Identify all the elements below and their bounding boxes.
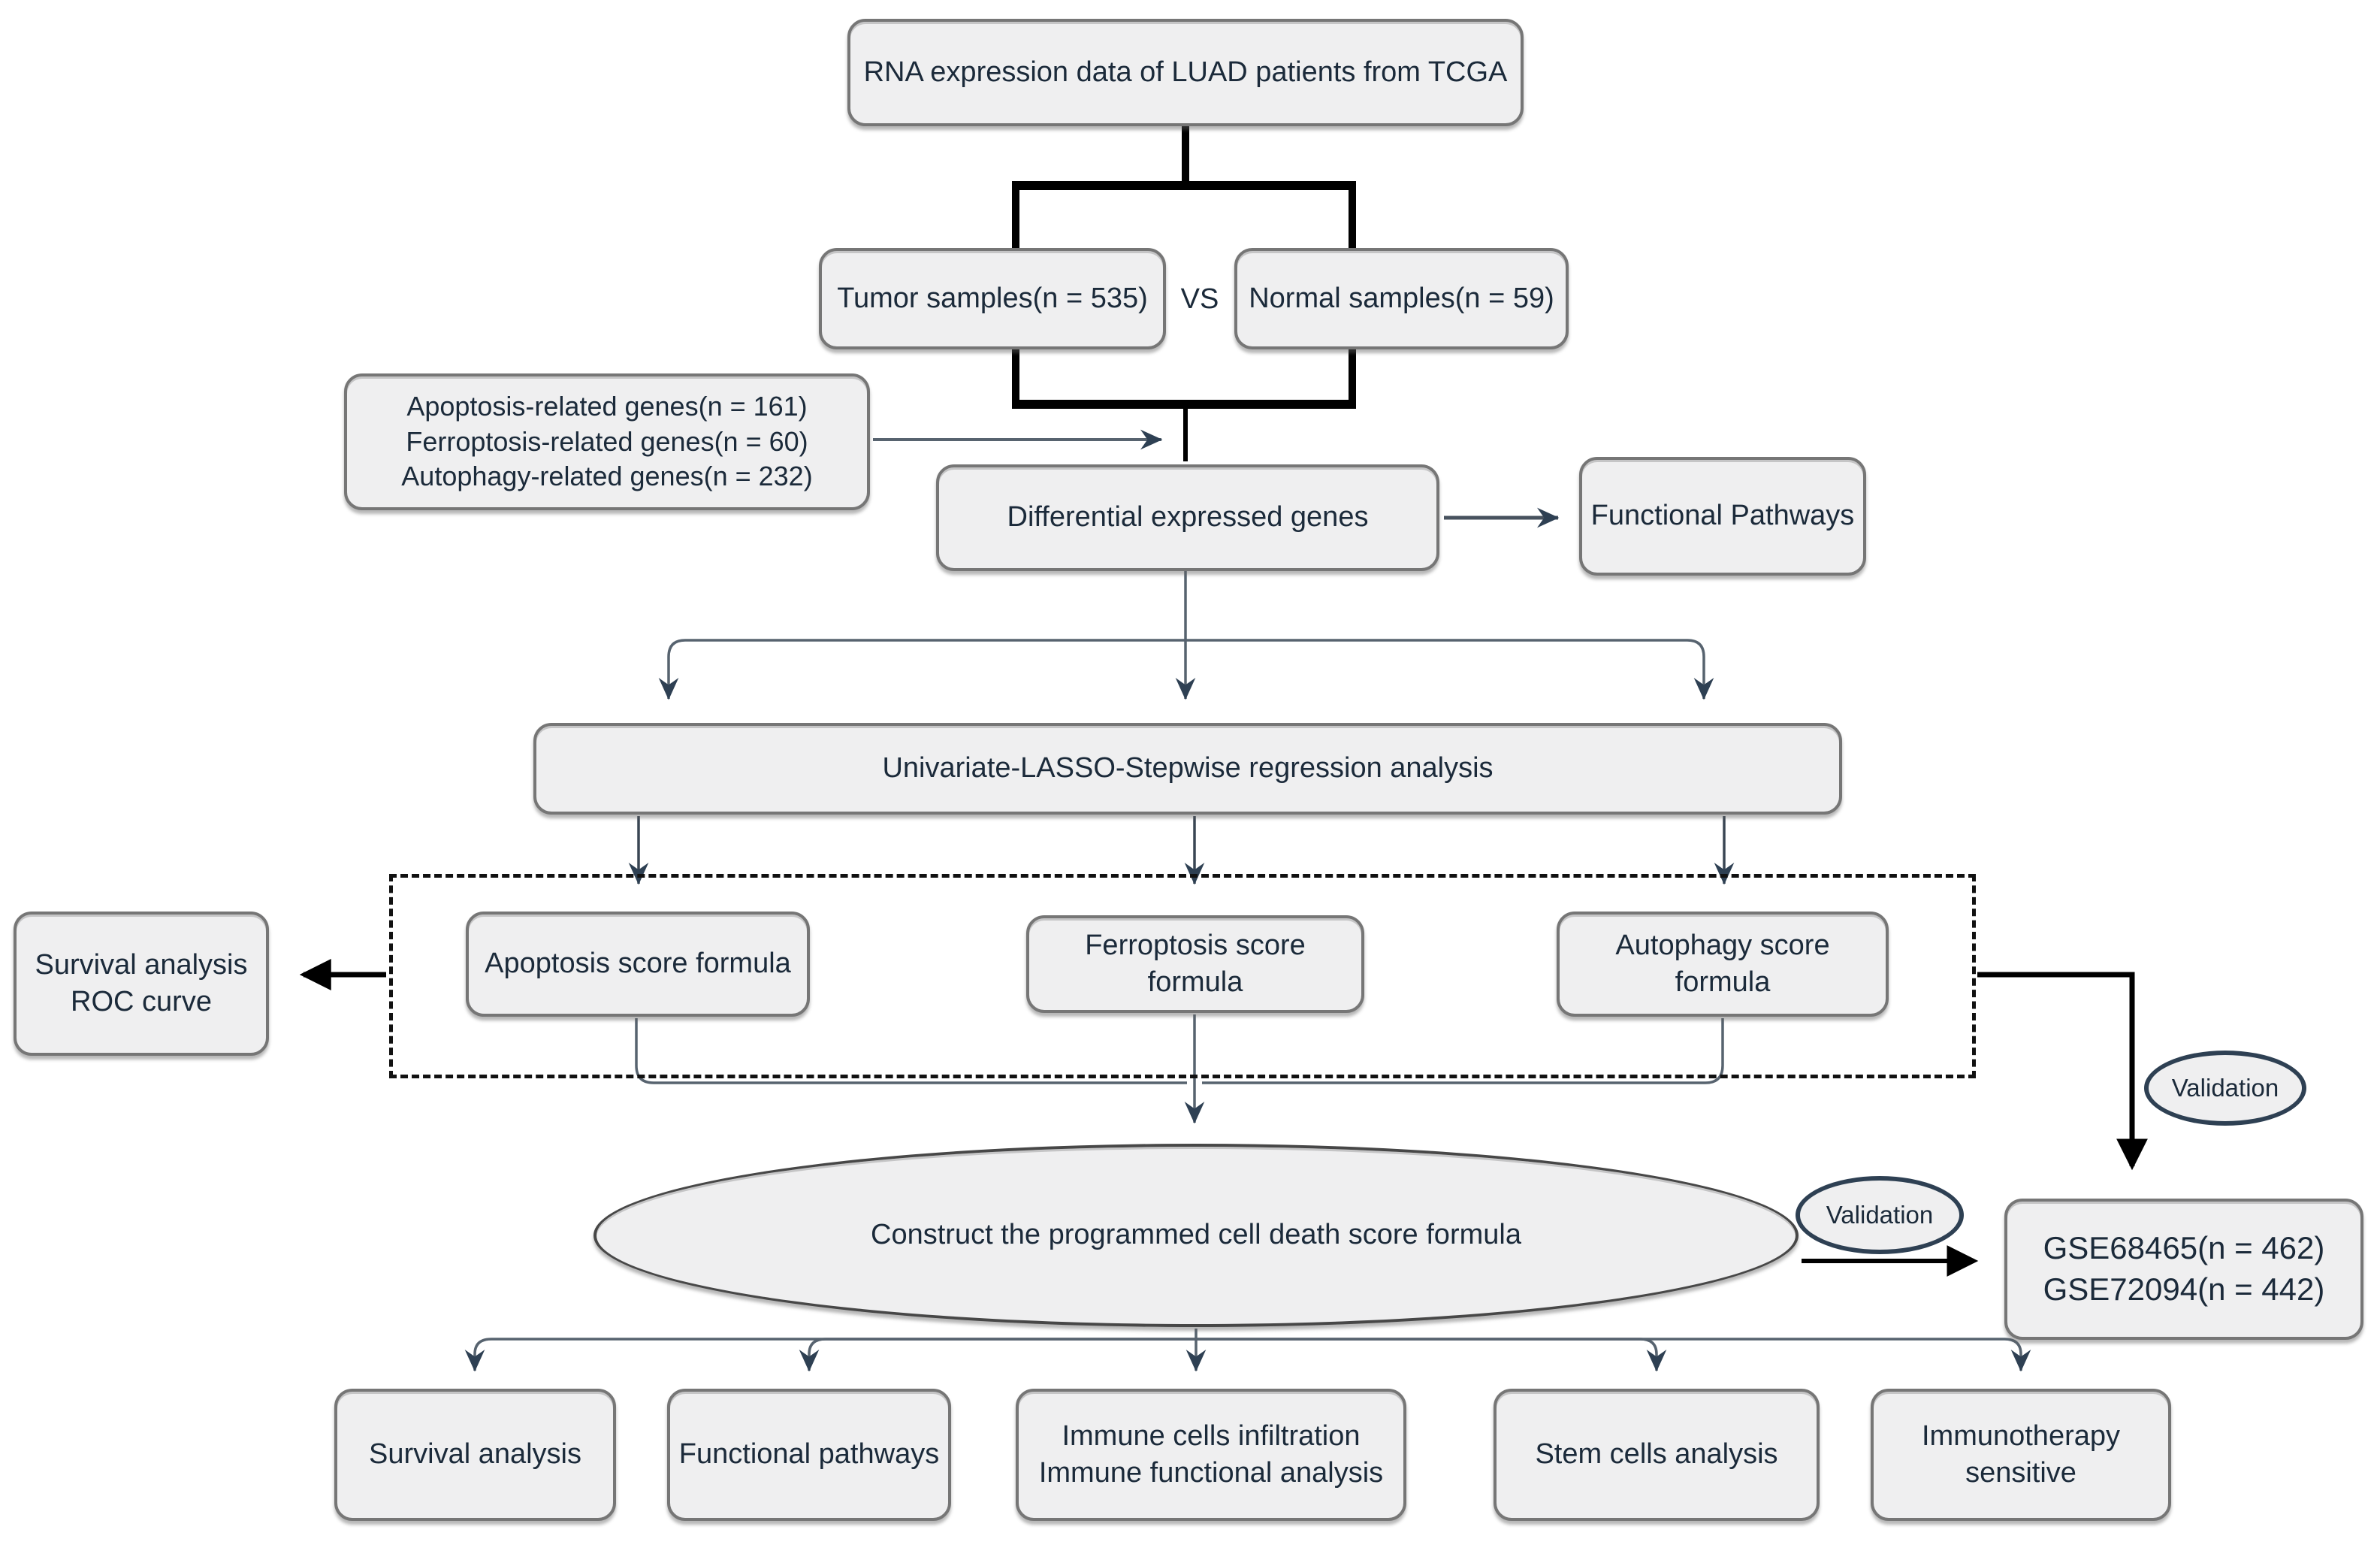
gse-line: GSE68465(n = 462) xyxy=(2043,1230,2325,1266)
node-stem-cells: Stem cells analysis xyxy=(1494,1389,1820,1521)
node-line: Immune cells infiltration xyxy=(1062,1419,1361,1452)
gene-set-line: Autophagy-related genes(n = 232) xyxy=(401,461,813,492)
node-gse-validation-sets: GSE68465(n = 462) GSE72094(n = 442) xyxy=(2004,1199,2363,1340)
node-survival-roc: Survival analysis ROC curve xyxy=(14,912,269,1056)
node-line: sensitive xyxy=(1965,1457,2076,1489)
validation-oval-mid: Validation xyxy=(1796,1176,1964,1254)
gene-set-line: Ferroptosis-related genes(n = 60) xyxy=(406,425,808,457)
bracket-top xyxy=(1012,125,1356,249)
node-label: Survival analysis xyxy=(369,1438,581,1471)
node-label: Univariate-LASSO-Stepwise regression ana… xyxy=(882,752,1494,785)
node-gene-sets: Apoptosis-related genes(n = 161) Ferropt… xyxy=(344,373,870,510)
validation-oval-top: Validation xyxy=(2144,1051,2306,1126)
arrow-formulas-validation-to-gse xyxy=(1977,972,2148,1171)
node-label: Functional pathways xyxy=(678,1438,940,1471)
vs-text: VS xyxy=(1180,283,1219,315)
node-label: Autophagy score formula xyxy=(1615,929,1830,998)
node-tumor-samples: Tumor samples(n = 535) xyxy=(819,248,1166,349)
node-label: Tumor samples(n = 535) xyxy=(837,282,1148,314)
node-label: Stem cells analysis xyxy=(1535,1438,1778,1471)
split-score-to-analyses xyxy=(464,1329,2031,1372)
node-tcga-data: RNA expression data of LUAD patients fro… xyxy=(847,19,1524,126)
node-pcd-score-ellipse: Construct the programmed cell death scor… xyxy=(593,1144,1799,1327)
node-immune-analysis: Immune cells infiltration Immune functio… xyxy=(1016,1389,1406,1521)
node-label: Ferroptosis score formula xyxy=(1085,929,1306,998)
validation-label: Validation xyxy=(2171,1073,2279,1102)
merge-formulas-to-score xyxy=(635,1014,1724,1124)
node-functional-pathways-bottom: Functional pathways xyxy=(667,1389,951,1521)
node-line: Survival analysis xyxy=(35,948,248,981)
bracket-bottom xyxy=(1012,348,1356,461)
node-label: Differential expressed genes xyxy=(1007,501,1369,534)
node-autophagy-formula: Autophagy score formula xyxy=(1557,912,1889,1017)
node-functional-pathways-top: Functional Pathways xyxy=(1579,457,1866,576)
node-line: ROC curve xyxy=(71,986,212,1017)
node-line: Immunotherapy xyxy=(1921,1419,2120,1452)
gene-set-line: Apoptosis-related genes(n = 161) xyxy=(406,390,808,422)
node-regression-analysis: Univariate-LASSO-Stepwise regression ana… xyxy=(533,723,1842,815)
node-apoptosis-formula: Apoptosis score formula xyxy=(466,912,810,1017)
vs-label: VS xyxy=(1162,272,1237,326)
validation-label: Validation xyxy=(1826,1200,1934,1229)
node-line: Immune functional analysis xyxy=(1038,1457,1384,1489)
node-differential-genes: Differential expressed genes xyxy=(936,464,1439,571)
gse-line: GSE72094(n = 442) xyxy=(2043,1271,2325,1307)
node-survival-analysis: Survival analysis xyxy=(334,1389,616,1521)
node-label: Functional Pathways xyxy=(1590,500,1855,532)
node-ferroptosis-formula: Ferroptosis score formula xyxy=(1026,915,1364,1013)
split-deg-to-regression xyxy=(658,571,1714,700)
node-label: Normal samples(n = 59) xyxy=(1249,282,1554,314)
formulas-dashed-container xyxy=(389,874,1976,1078)
arrows-regression-to-formulas xyxy=(628,816,1735,885)
node-normal-samples: Normal samples(n = 59) xyxy=(1234,248,1569,349)
node-label: Construct the programmed cell death scor… xyxy=(871,1219,1521,1251)
node-label: Apoptosis score formula xyxy=(485,948,791,980)
node-label: RNA expression data of LUAD patients fro… xyxy=(863,56,1508,88)
node-immunotherapy: Immunotherapy sensitive xyxy=(1871,1389,2171,1521)
